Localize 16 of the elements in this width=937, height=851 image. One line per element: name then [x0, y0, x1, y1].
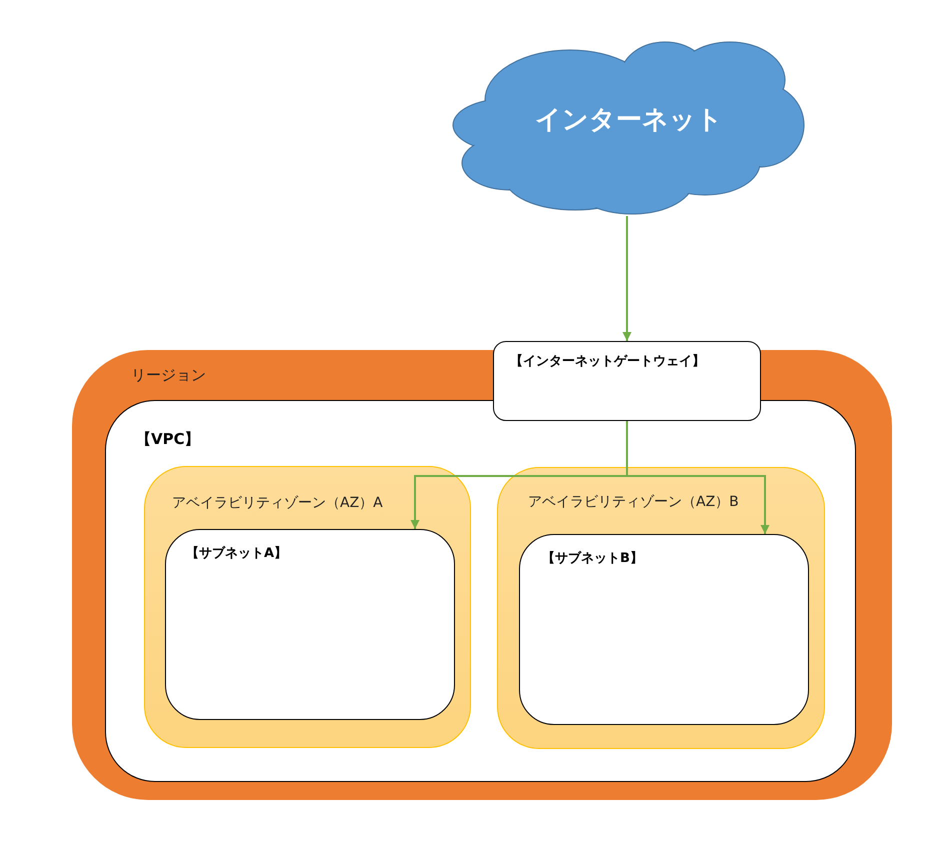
subnet-box [165, 529, 455, 720]
zone-label: アベイラビリティゾーン（AZ）A [172, 495, 383, 512]
arrow [622, 216, 632, 341]
vpc-box [105, 400, 856, 782]
gateway-box [493, 341, 761, 421]
subnet-box [519, 534, 809, 725]
zone-box [144, 466, 471, 748]
region-box [72, 350, 892, 800]
cloud-label: インターネット [535, 104, 723, 136]
gateway-label: 【インターネットゲートウェイ】 [510, 354, 705, 370]
vpc-label: 【VPC】 [136, 430, 200, 449]
subnet-label: 【サブネットB】 [542, 551, 643, 568]
zone-box [497, 467, 825, 749]
subnet-label: 【サブネットA】 [186, 546, 288, 562]
zone-label: アベイラビリティゾーン（AZ）B [528, 494, 739, 512]
region-label: リージョン [131, 366, 206, 385]
